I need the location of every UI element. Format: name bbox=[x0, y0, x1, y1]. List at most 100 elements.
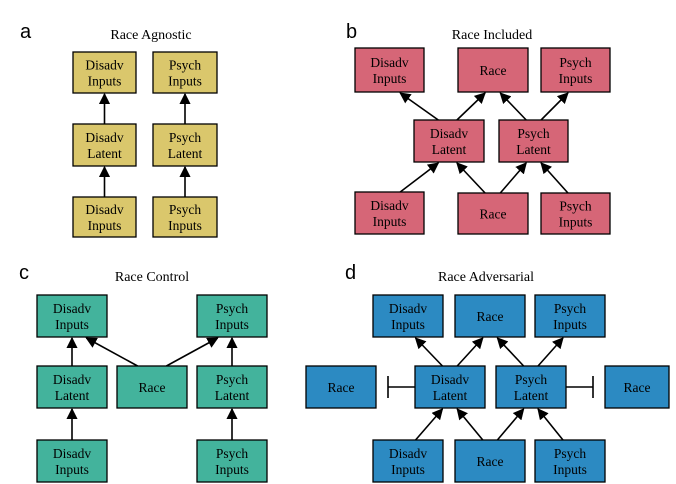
node-label: Race bbox=[480, 207, 507, 222]
arrow-edge-d-race-bot-d-dis-lat bbox=[456, 408, 484, 441]
node-box bbox=[495, 365, 567, 409]
node-label: Disadv bbox=[85, 130, 123, 145]
node-box bbox=[116, 365, 188, 409]
node-label: Latent bbox=[55, 388, 90, 403]
node-label: Disadv bbox=[430, 126, 468, 141]
node-label: Disadv bbox=[53, 301, 91, 316]
node-box bbox=[354, 47, 425, 93]
node-b-race-bot: Race bbox=[457, 192, 529, 235]
arrow-edge-d-race-bot-d-psy-lat bbox=[496, 408, 525, 441]
node-box bbox=[36, 439, 108, 483]
node-box bbox=[454, 294, 526, 338]
node-box bbox=[457, 192, 529, 235]
labels-layer: a Race Agnostic b Race Included c Race Contro… bbox=[19, 21, 534, 285]
node-label: Inputs bbox=[559, 215, 593, 230]
node-box bbox=[305, 365, 377, 409]
node-label: Race bbox=[477, 309, 504, 324]
node-label: Psych bbox=[517, 126, 550, 141]
node-label: Disadv bbox=[53, 446, 91, 461]
node-label: Disadv bbox=[370, 55, 408, 70]
node-label: Inputs bbox=[88, 74, 122, 89]
arrow-edge-d-dis-in-bot-d-dis-lat bbox=[414, 408, 444, 441]
arrow-edge-d-psy-lat-d-race-top bbox=[496, 337, 525, 367]
node-label: Race bbox=[477, 454, 504, 469]
node-label: Latent bbox=[433, 388, 468, 403]
node-box bbox=[540, 192, 611, 235]
node-box bbox=[534, 439, 606, 483]
panel-letter-d: d bbox=[345, 262, 356, 284]
node-label: Psych bbox=[554, 446, 587, 461]
node-box bbox=[354, 191, 425, 235]
node-box bbox=[152, 123, 218, 167]
node-label: Disadv bbox=[370, 198, 408, 213]
node-box bbox=[36, 365, 108, 409]
node-box bbox=[414, 365, 486, 409]
node-label: Race bbox=[139, 380, 166, 395]
node-label: Psych bbox=[216, 446, 249, 461]
node-box bbox=[540, 47, 611, 93]
arrow-edge-b-psy-lat-b-psy-in-top bbox=[540, 92, 569, 121]
node-label: Disadv bbox=[431, 372, 469, 387]
node-label: Psych bbox=[559, 55, 592, 70]
node-label: Latent bbox=[215, 388, 250, 403]
arrow-edge-d-psy-lat-d-psy-in-top bbox=[537, 337, 564, 367]
node-label: Disadv bbox=[389, 446, 427, 461]
node-label: Inputs bbox=[88, 218, 122, 233]
edges-layer bbox=[66, 92, 594, 441]
panel-title-b: Race Included bbox=[452, 28, 532, 43]
node-label: Inputs bbox=[215, 462, 249, 477]
node-label: Inputs bbox=[391, 317, 425, 332]
node-label: Inputs bbox=[55, 317, 89, 332]
arrow-edge-c-race-c-psy-in-top bbox=[166, 337, 219, 367]
node-box bbox=[72, 51, 137, 94]
node-label: Latent bbox=[516, 142, 551, 157]
node-box bbox=[196, 439, 268, 483]
node-label: Inputs bbox=[553, 462, 587, 477]
node-box bbox=[372, 439, 444, 483]
panel-letter-a: a bbox=[20, 21, 32, 43]
node-label: Inputs bbox=[553, 317, 587, 332]
node-label: Latent bbox=[432, 142, 467, 157]
arrow-edge-b-dis-in-bot-b-dis-lat bbox=[399, 162, 440, 193]
panel-title-c: Race Control bbox=[115, 270, 189, 285]
node-box bbox=[534, 294, 606, 338]
arrow-edge-d-dis-lat-d-race-top bbox=[456, 337, 484, 367]
arrow-edge-b-dis-lat-b-dis-in-top bbox=[399, 92, 439, 121]
arrow-edge-b-dis-lat-b-race-top bbox=[456, 92, 486, 121]
node-label: Inputs bbox=[55, 462, 89, 477]
panel-letter-b: b bbox=[346, 21, 357, 43]
node-label: Psych bbox=[216, 301, 249, 316]
node-label: Inputs bbox=[215, 317, 249, 332]
panel-title-a: Race Agnostic bbox=[110, 28, 191, 43]
panel-letter-c: c bbox=[19, 262, 29, 284]
node-label: Race bbox=[328, 380, 355, 395]
node-label: Inputs bbox=[559, 71, 593, 86]
node-box bbox=[457, 47, 529, 93]
nodes-layer: DisadvInputsPsychInputsDisadvLatentPsych… bbox=[36, 47, 670, 483]
node-label: Psych bbox=[216, 372, 249, 387]
node-label: Inputs bbox=[373, 214, 407, 229]
arrow-edge-d-psy-in-bot-d-psy-lat bbox=[537, 408, 564, 441]
arrow-edge-b-race-bot-b-dis-lat bbox=[456, 162, 486, 194]
node-box bbox=[152, 196, 218, 238]
node-label: Disadv bbox=[85, 202, 123, 217]
